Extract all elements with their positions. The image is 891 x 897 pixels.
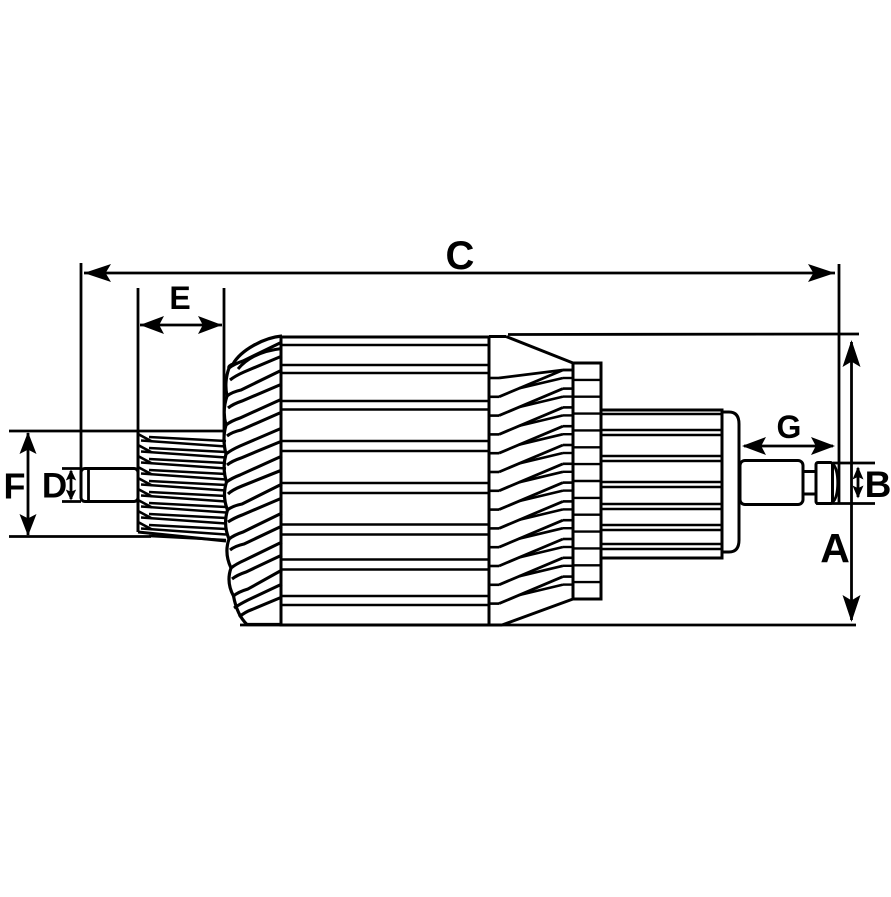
svg-text:E: E [169, 280, 190, 316]
svg-text:A: A [820, 525, 850, 571]
svg-text:B: B [865, 464, 891, 505]
svg-text:C: C [446, 234, 475, 278]
svg-text:D: D [42, 467, 67, 506]
svg-text:G: G [777, 409, 802, 445]
svg-text:F: F [4, 466, 26, 507]
